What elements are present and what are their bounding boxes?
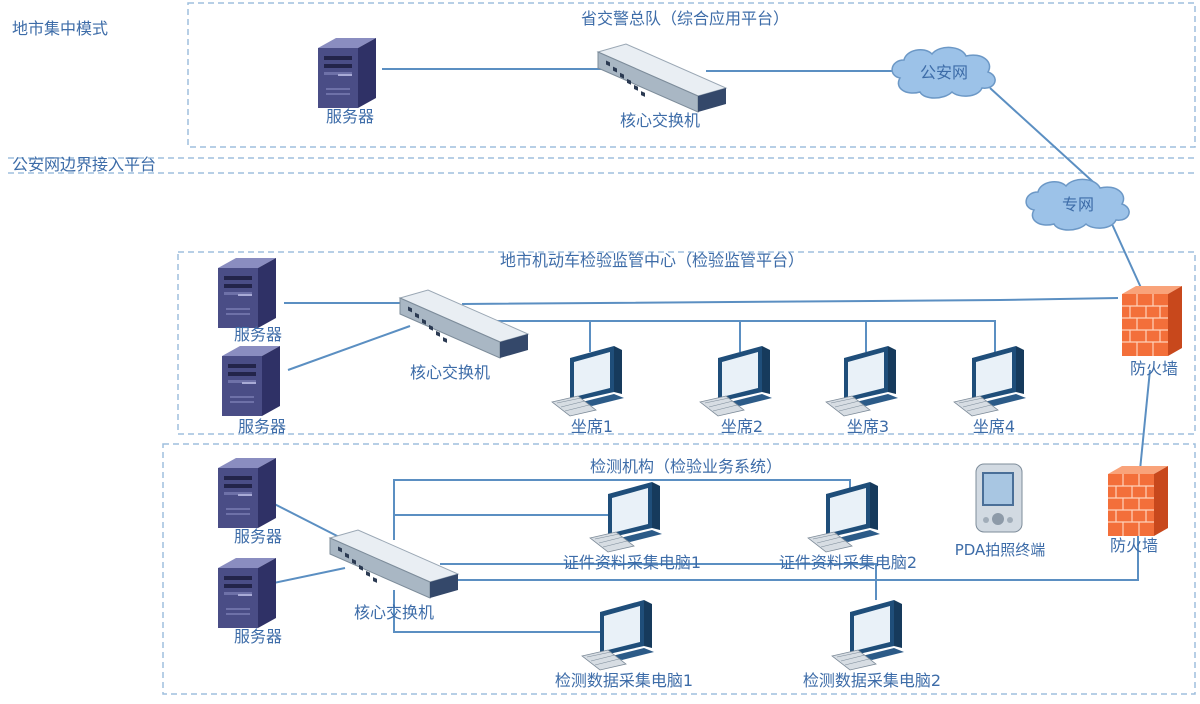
bottom-firewall-label: 防火墙 <box>1110 536 1158 555</box>
middle-server-1-icon <box>218 258 276 328</box>
cert-pc-1-label: 证件资料采集电脑1 <box>563 553 701 572</box>
middle-switch-icon <box>399 289 529 359</box>
bottom-firewall-icon <box>1107 465 1169 537</box>
bottom-region-border <box>162 443 1196 695</box>
top-switch-icon <box>597 43 727 113</box>
middle-region-border <box>177 251 1196 435</box>
connection-lines <box>242 68 1151 633</box>
data-pc-2-label: 检测数据采集电脑2 <box>803 671 941 690</box>
pda-icon <box>975 463 1023 533</box>
top-server-label: 服务器 <box>326 107 374 126</box>
middle-server-2-icon <box>222 346 280 416</box>
cert-pc-2-label: 证件资料采集电脑2 <box>779 553 917 572</box>
middle-server-2-label: 服务器 <box>238 417 286 436</box>
bottom-server-1-label: 服务器 <box>234 527 282 546</box>
middle-firewall-icon <box>1121 285 1183 357</box>
middle-server-1-label: 服务器 <box>234 325 282 344</box>
data-pc-2-icon <box>831 599 905 671</box>
seat-3-label: 坐席3 <box>847 417 889 436</box>
middle-core-switch-label: 核心交换机 <box>410 363 490 382</box>
data-pc-1-label: 检测数据采集电脑1 <box>555 671 693 690</box>
bottom-server-2-label: 服务器 <box>234 627 282 646</box>
cert-pc-2-icon <box>807 481 881 553</box>
bottom-server-1-icon <box>218 458 276 528</box>
seat-1-label: 坐席1 <box>571 417 613 436</box>
seat-4-pc-icon <box>953 345 1027 417</box>
bottom-switch-icon <box>329 529 459 599</box>
top-server-icon <box>318 38 376 108</box>
police-net-label: 公安网 <box>920 63 968 82</box>
border-platform-label: 公安网边界接入平台 <box>12 155 156 174</box>
seat-2-label: 坐席2 <box>721 417 763 436</box>
seat-3-pc-icon <box>825 345 899 417</box>
pda-label: PDA拍照终端 <box>955 541 1046 559</box>
seat-1-pc-icon <box>551 345 625 417</box>
private-net-label: 专网 <box>1062 195 1094 214</box>
region-borders <box>8 2 1196 695</box>
mode-label: 地市集中模式 <box>12 19 108 38</box>
top-region-title: 省交警总队（综合应用平台） <box>581 9 789 28</box>
middle-region-title: 地市机动车检验监管中心（检验监管平台） <box>500 251 804 270</box>
bottom-server-2-icon <box>218 558 276 628</box>
middle-firewall-label: 防火墙 <box>1130 359 1178 378</box>
bottom-region-title: 检测机构（检验业务系统） <box>590 457 782 476</box>
top-region-border <box>187 2 1196 148</box>
seat-4-label: 坐席4 <box>973 417 1015 436</box>
bottom-core-switch-label: 核心交换机 <box>354 603 434 622</box>
cert-pc-1-icon <box>589 481 663 553</box>
top-core-switch-label: 核心交换机 <box>620 111 700 130</box>
data-pc-1-icon <box>581 599 655 671</box>
seat-2-pc-icon <box>699 345 773 417</box>
